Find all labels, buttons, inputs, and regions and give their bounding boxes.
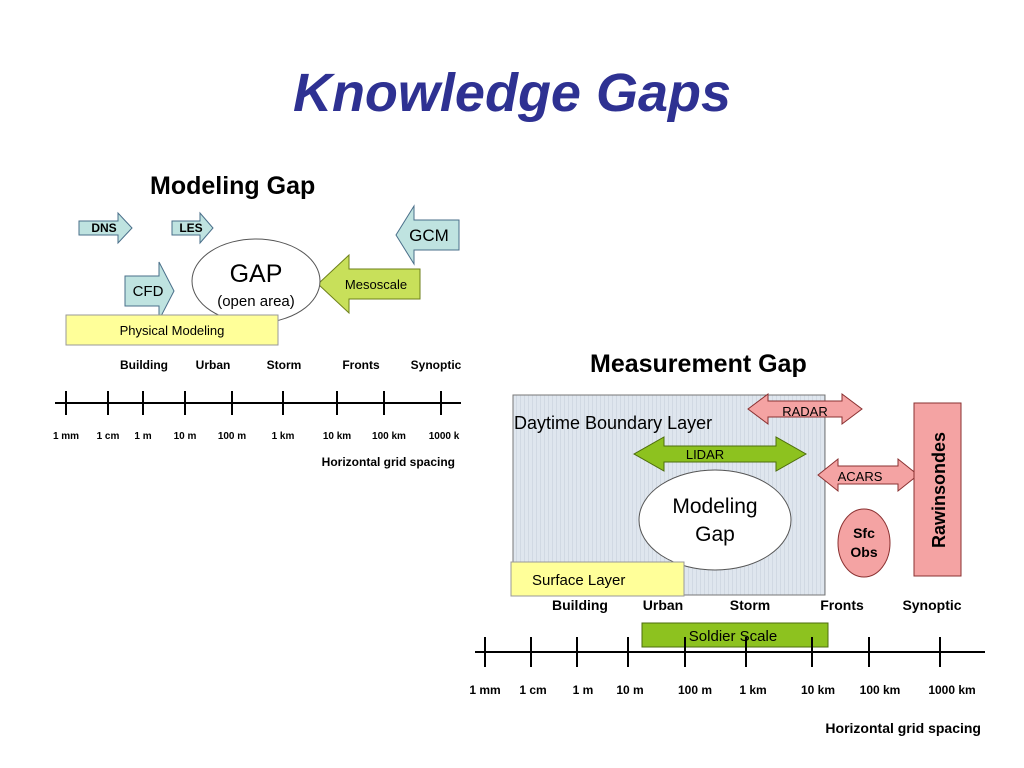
radar-arrow: RADAR	[747, 393, 863, 425]
modeling-gap-ellipse: Modeling Gap	[638, 469, 792, 571]
tick-label: 1 mm	[469, 683, 500, 697]
gap-title: GAP	[230, 260, 283, 288]
tick-label: 1 mm	[53, 431, 79, 442]
measurement-gap-heading: Measurement Gap	[590, 350, 807, 378]
gap-subtitle: (open area)	[217, 293, 295, 310]
sfc-obs-ellipse: Sfc Obs	[837, 508, 891, 578]
tick-label: 100 m	[218, 431, 246, 442]
modeling-gap-line1: Modeling	[672, 495, 757, 518]
category-label: Building	[120, 358, 168, 372]
modeling-axis: 1 mm 1 cm 1 m 10 m 100 m 1 km 10 km 100 …	[53, 391, 461, 469]
rawinsondes-label: Rawinsondes	[929, 432, 949, 548]
modeling-categories: Building Urban Storm Fronts Synoptic	[120, 358, 462, 372]
tick-label: 100 km	[372, 431, 406, 442]
tick-label: 10 km	[801, 683, 835, 697]
category-label: Synoptic	[902, 597, 961, 613]
measurement-categories: Building Urban Storm Fronts Synoptic	[552, 597, 962, 613]
modeling-gap-heading: Modeling Gap	[150, 172, 316, 200]
cfd-arrow: CFD	[124, 261, 175, 321]
tick-label: 1 m	[134, 431, 151, 442]
tick-label: 10 m	[174, 431, 197, 442]
dns-label: DNS	[91, 221, 116, 235]
mesoscale-label: Mesoscale	[345, 277, 407, 292]
mesoscale-arrow: Mesoscale	[317, 253, 421, 315]
gcm-label: GCM	[409, 226, 449, 245]
soldier-scale-box: Soldier Scale	[641, 622, 829, 648]
category-label: Fronts	[342, 358, 380, 372]
tick-label: 1 cm	[519, 683, 546, 697]
acars-arrow: ACARS	[817, 457, 919, 493]
boundary-layer-label: Daytime Boundary Layer	[514, 413, 712, 433]
tick-label: 100 m	[678, 683, 712, 697]
tick-label: 10 km	[323, 431, 351, 442]
gap-ellipse: GAP (open area)	[191, 238, 321, 324]
tick-label: 1 km	[739, 683, 766, 697]
gcm-arrow: GCM	[395, 204, 460, 266]
category-label: Building	[552, 597, 608, 613]
modeling-gap-line2: Gap	[695, 523, 735, 546]
category-label: Fronts	[820, 597, 864, 613]
axis-title: Horizontal grid spacing	[322, 455, 455, 469]
les-arrow: LES	[171, 211, 214, 245]
tick-label: 1 m	[573, 683, 594, 697]
surface-layer-label: Surface Layer	[532, 572, 625, 589]
measurement-axis: 1 mm 1 cm 1 m 10 m 100 m 1 km 10 km 100 …	[469, 637, 985, 736]
sfc-obs-line2: Obs	[850, 544, 877, 560]
rawinsondes-box: Rawinsondes	[913, 402, 962, 577]
tick-label: 1000 k	[429, 431, 460, 442]
tick-label: 1 km	[272, 431, 295, 442]
les-label: LES	[179, 221, 202, 235]
category-label: Storm	[730, 597, 770, 613]
slide-title: Knowledge Gaps	[292, 63, 732, 123]
sfc-obs-line1: Sfc	[853, 525, 875, 541]
lidar-label: LIDAR	[686, 447, 724, 462]
cfd-label: CFD	[133, 283, 164, 300]
surface-layer-box: Surface Layer	[510, 561, 685, 597]
dns-arrow: DNS	[78, 211, 133, 245]
tick-label: 1000 km	[928, 683, 975, 697]
physical-modeling-label: Physical Modeling	[120, 323, 225, 338]
tick-label: 1 cm	[97, 431, 120, 442]
category-label: Urban	[643, 597, 683, 613]
soldier-scale-label: Soldier Scale	[689, 628, 777, 645]
category-label: Storm	[267, 358, 302, 372]
radar-label: RADAR	[782, 404, 828, 419]
lidar-arrow: LIDAR	[632, 436, 808, 472]
tick-label: 100 km	[860, 683, 901, 697]
physical-modeling-box: Physical Modeling	[65, 314, 279, 346]
category-label: Synoptic	[411, 358, 462, 372]
category-label: Urban	[196, 358, 231, 372]
axis-title: Horizontal grid spacing	[825, 720, 981, 736]
acars-label: ACARS	[838, 469, 883, 484]
tick-label: 10 m	[616, 683, 643, 697]
